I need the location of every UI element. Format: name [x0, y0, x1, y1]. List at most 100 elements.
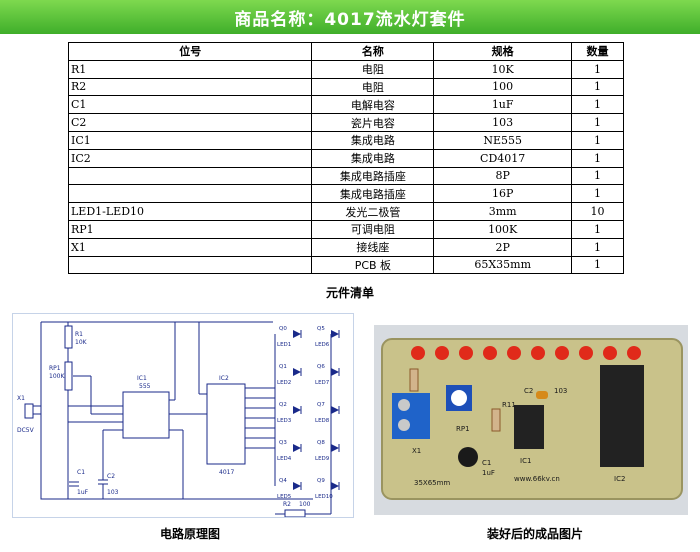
led-dome: [459, 346, 473, 360]
led-dome: [411, 346, 425, 360]
x1-label: X1: [17, 395, 25, 402]
header-ref: 位号: [67, 42, 313, 61]
banner-title: 商品名称：4017流水灯套件: [234, 9, 466, 30]
led-symbol: [331, 368, 339, 376]
title-banner: 商品名称：4017流水灯套件: [0, 0, 700, 34]
cell-name: 电解电容: [311, 95, 435, 115]
led-row: [411, 346, 641, 360]
cell-name: 接线座: [311, 237, 435, 257]
cell-name: 集成电路: [311, 148, 435, 168]
cell-spec: 100: [433, 77, 573, 97]
led-dome: [483, 346, 497, 360]
led-symbol: [331, 406, 339, 414]
photo-c2-value: 103: [554, 387, 567, 395]
left-led-label: LED3: [277, 418, 292, 424]
cell-name: 电阻: [311, 59, 435, 79]
photo-size-label: 35X65mm: [414, 479, 450, 487]
photo-ic2-label: IC2: [614, 475, 625, 483]
cell-qty: 1: [571, 59, 624, 79]
right-led-label: LED9: [315, 456, 330, 462]
led-symbol: [293, 406, 301, 414]
right-led-label: LED6: [315, 342, 330, 348]
left-led-label: LED1: [277, 342, 291, 348]
ic1-label: IC1: [137, 375, 147, 382]
photo-rp1-label: RP1: [456, 425, 470, 433]
c2-label: C2: [107, 473, 115, 480]
cell-qty: 10: [571, 202, 624, 221]
led-dome: [507, 346, 521, 360]
cell-name: 可调电阻: [311, 219, 435, 239]
ic2-label: IC2: [219, 375, 229, 382]
cell-qty: 1: [571, 95, 624, 115]
photo-c2-label: C2: [524, 387, 533, 395]
cell-spec: 103: [433, 113, 573, 132]
photo-c1-label: C1: [482, 459, 491, 467]
rp1-label: RP1: [49, 365, 61, 372]
left-led-label: LED2: [277, 380, 291, 386]
cell-spec: 3mm: [433, 202, 573, 221]
left-q-label: Q3: [279, 440, 287, 446]
cell-qty: 1: [571, 184, 624, 204]
cell-ref: IC1: [67, 130, 313, 150]
header-spec: 规格: [433, 42, 573, 61]
led-symbol: [293, 482, 301, 490]
cell-ref: [67, 166, 313, 186]
r1-label: R1: [75, 331, 83, 338]
right-led-label: LED10: [315, 494, 333, 500]
led-dome: [531, 346, 545, 360]
right-led-label: LED7: [315, 380, 330, 386]
cell-ref: LED1-LED10: [67, 202, 313, 221]
led-symbol: [293, 330, 301, 338]
right-led-label: LED8: [315, 418, 330, 424]
led-symbol: [331, 482, 339, 490]
cell-spec: 16P: [433, 184, 573, 204]
header-qty: 数量: [571, 42, 624, 61]
photo-site-label: www.66kv.cn: [514, 475, 560, 483]
cell-qty: 1: [571, 237, 624, 257]
pcb-illustration: C2 103 R11 RP1 X1 C1 1uF IC1 IC2 35X65mm…: [374, 325, 688, 515]
cell-spec: NE555: [433, 130, 573, 150]
right-q-label: Q7: [317, 402, 325, 408]
cell-spec: 10K: [433, 59, 573, 79]
left-q-label: Q1: [279, 364, 287, 370]
bom-caption: 元件清单: [325, 286, 374, 300]
left-q-label: Q4: [279, 478, 287, 484]
c2-value: 103: [107, 489, 119, 496]
bom-header-row: 位号 名称 规格 数量: [67, 42, 624, 61]
cell-spec: 2P: [433, 237, 573, 257]
cell-qty: 1: [571, 77, 624, 97]
resistor-r1: [409, 368, 419, 392]
led-dome: [603, 346, 617, 360]
resistor-r2: [491, 408, 501, 432]
left-led-label: LED5: [277, 494, 292, 500]
cell-spec: CD4017: [433, 148, 573, 168]
cell-name: 瓷片电容: [311, 113, 435, 132]
r2-value: 100: [299, 501, 311, 508]
photo-ic1-label: IC1: [520, 457, 531, 465]
x1-connector: [24, 403, 34, 419]
photo-c1-value: 1uF: [482, 469, 495, 477]
led-dome: [435, 346, 449, 360]
cell-spec: 8P: [433, 166, 573, 186]
r2-label: R2: [283, 501, 291, 508]
cell-ref: [67, 255, 313, 275]
cell-qty: 1: [571, 130, 624, 150]
cell-spec: 65X35mm: [433, 255, 573, 275]
terminal-block: [392, 393, 430, 439]
photo-r11-label: R11: [502, 401, 516, 409]
cell-ref: [67, 184, 313, 204]
photo-x1-label: X1: [412, 447, 421, 455]
